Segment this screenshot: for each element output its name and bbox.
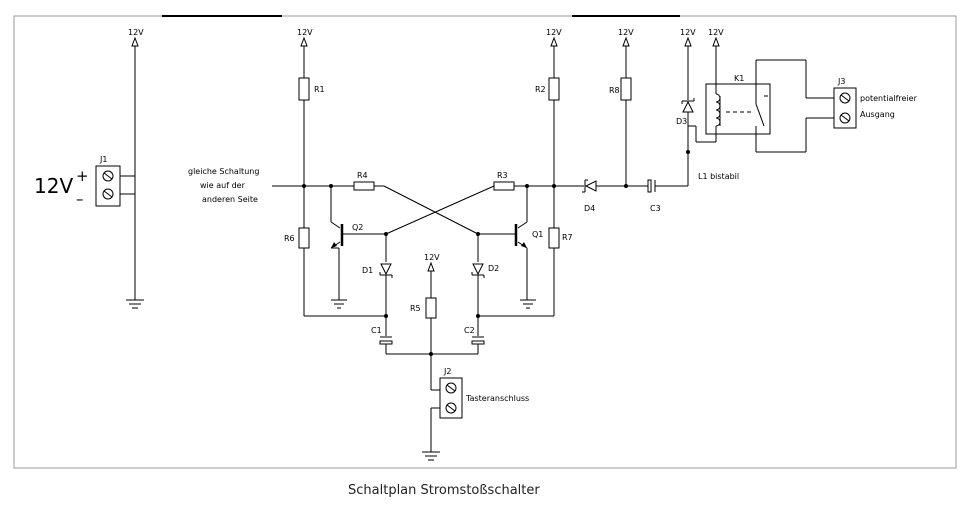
capacitor-c3: C3: [647, 179, 661, 213]
svg-text:wie auf der: wie auf der: [200, 181, 246, 190]
resistor-r8: R8: [609, 77, 632, 101]
svg-text:J3: J3: [837, 77, 845, 86]
svg-text:D2: D2: [488, 264, 499, 273]
svg-text:potentialfreier: potentialfreier: [860, 94, 918, 103]
resistor-r4: R4: [353, 171, 375, 191]
diagram-caption: Schaltplan Stromstoßschalter: [348, 483, 540, 498]
ground-symbol-j2: [422, 451, 440, 461]
transistor-q2: Q2: [330, 186, 386, 300]
capacitor-c1: C1: [371, 326, 393, 345]
svg-text:12V: 12V: [618, 28, 634, 37]
svg-text:12V: 12V: [546, 28, 562, 37]
power-symbol-12v-5: 12V: [680, 28, 696, 100]
power-symbol-12v-3: 12V: [546, 28, 562, 78]
svg-text:+: +: [76, 167, 89, 185]
diode-d2: D2: [471, 263, 499, 278]
svg-text:12V: 12V: [708, 28, 724, 37]
resistor-r2: R2: [535, 77, 560, 101]
ground-symbol-q1: [520, 299, 536, 309]
transistor-q1: Q1: [478, 186, 543, 300]
diode-d4: D4: [582, 179, 597, 213]
svg-text:12V: 12V: [424, 253, 440, 262]
resistor-r6: R6: [284, 227, 310, 249]
power-symbol-12v-2: 12V: [297, 28, 313, 78]
svg-text:R5: R5: [410, 304, 421, 313]
svg-text:L1 bistabil: L1 bistabil: [698, 172, 739, 181]
svg-text:R3: R3: [497, 171, 508, 180]
svg-text:Tasteranschluss: Tasteranschluss: [465, 394, 529, 403]
diode-d1: D1: [362, 263, 393, 278]
svg-text:C2: C2: [464, 326, 475, 335]
capacitor-c2: C2: [464, 326, 485, 345]
svg-text:K1: K1: [734, 74, 744, 83]
svg-text:12V: 12V: [680, 28, 696, 37]
resistor-r1: R1: [298, 77, 325, 101]
svg-text:12V: 12V: [128, 28, 144, 37]
power-symbol-12v-4: 12V: [618, 28, 634, 78]
svg-text:R7: R7: [562, 233, 573, 242]
relay-k1: K1: [686, 46, 771, 154]
svg-text:D1: D1: [362, 266, 373, 275]
svg-text:Q2: Q2: [352, 223, 363, 232]
connector-j2: J2 Tasteranschluss: [439, 367, 529, 419]
svg-text:J2: J2: [443, 367, 451, 376]
diode-d3: D3: [676, 98, 695, 126]
svg-text:12V: 12V: [297, 28, 313, 37]
power-symbol-12v-6: 12V: [708, 28, 724, 47]
svg-text:C3: C3: [650, 204, 661, 213]
svg-text:Ausgang: Ausgang: [860, 110, 895, 119]
svg-text:anderen Seite: anderen Seite: [202, 195, 258, 204]
svg-text:R6: R6: [284, 234, 295, 243]
ground-symbol-1: [126, 299, 144, 309]
schematic-frame: [13, 15, 957, 469]
svg-text:R1: R1: [314, 85, 325, 94]
connector-j1: J1 12V + –: [34, 155, 135, 208]
svg-text:R2: R2: [535, 85, 546, 94]
resistor-r5: R5: [410, 297, 437, 319]
power-symbol-12v-1: 12V: [128, 28, 144, 300]
svg-text:J1: J1: [99, 155, 107, 164]
svg-text:R8: R8: [609, 86, 620, 95]
svg-text:Q1: Q1: [532, 230, 543, 239]
svg-text:12V: 12V: [34, 174, 73, 198]
connector-j3: J3 potentialfreier Ausgang: [833, 77, 918, 129]
resistor-r3: R3: [493, 171, 515, 191]
svg-text:gleiche Schaltung: gleiche Schaltung: [188, 167, 259, 176]
svg-text:D4: D4: [584, 204, 595, 213]
ground-symbol-q2: [331, 299, 347, 309]
resistor-r7: R7: [548, 227, 573, 249]
power-symbol-12v-7: 12V: [424, 253, 440, 298]
svg-text:D3: D3: [676, 117, 687, 126]
svg-text:C1: C1: [371, 326, 382, 335]
svg-text:R4: R4: [357, 171, 368, 180]
svg-text:–: –: [76, 190, 84, 208]
